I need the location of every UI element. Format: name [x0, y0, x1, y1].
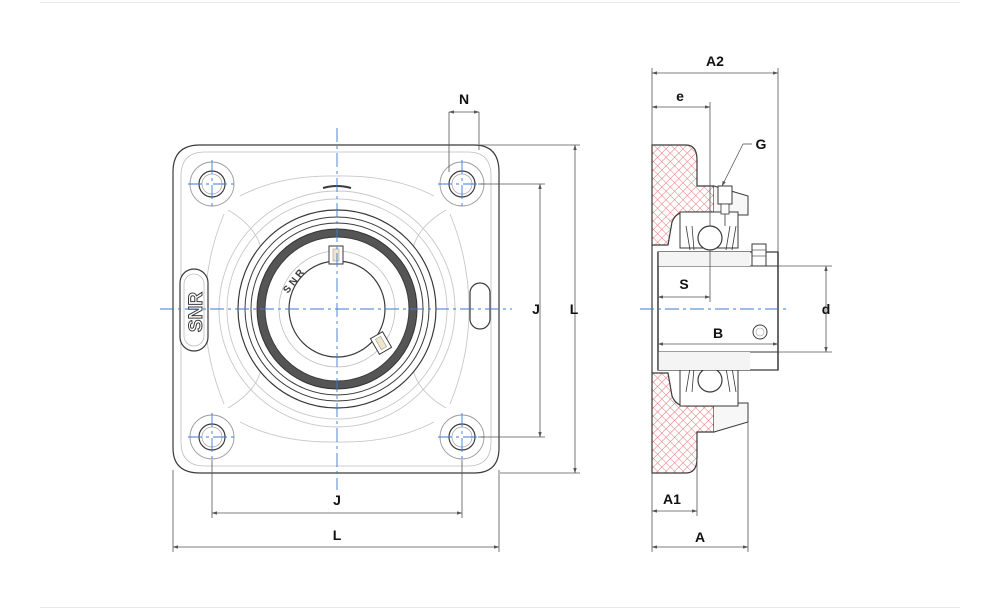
side-view: A2 e G S d B	[640, 53, 832, 552]
ball-bottom	[697, 367, 723, 393]
brand-logo: SNR	[186, 292, 207, 332]
label-J-vertical: J	[532, 301, 540, 317]
brand-badge: SNR	[179, 268, 209, 352]
dim-d	[778, 265, 832, 353]
label-L-horizontal: L	[333, 527, 342, 543]
dim-J-vertical	[478, 183, 545, 438]
label-d: d	[822, 301, 831, 317]
front-centerlines	[160, 128, 512, 490]
dim-L-vertical	[480, 144, 580, 474]
label-J-horizontal: J	[333, 492, 341, 508]
screw-hole	[752, 324, 768, 340]
slot-right	[469, 282, 491, 330]
leader-G	[721, 143, 752, 187]
dim-L-horizontal	[172, 470, 500, 552]
dim-J-horizontal	[211, 460, 463, 518]
label-A1: A1	[663, 491, 681, 507]
grease-nipple	[717, 185, 733, 226]
dim-e	[651, 102, 711, 226]
top-rule	[40, 2, 960, 3]
set-screw	[751, 243, 767, 267]
dim-S	[657, 250, 711, 302]
label-e: e	[676, 88, 684, 104]
dim-A1	[651, 458, 698, 552]
label-L-vertical: L	[570, 301, 579, 317]
label-A2: A2	[706, 53, 724, 69]
ball-top	[697, 225, 723, 251]
dim-A	[651, 422, 749, 552]
label-G: G	[756, 136, 767, 152]
dim-N	[448, 110, 480, 172]
label-S: S	[679, 276, 688, 292]
label-A: A	[695, 529, 705, 545]
label-N: N	[459, 91, 469, 107]
label-B: B	[713, 325, 723, 341]
bottom-rule	[40, 607, 960, 608]
front-view: SNR SNR	[160, 91, 580, 552]
